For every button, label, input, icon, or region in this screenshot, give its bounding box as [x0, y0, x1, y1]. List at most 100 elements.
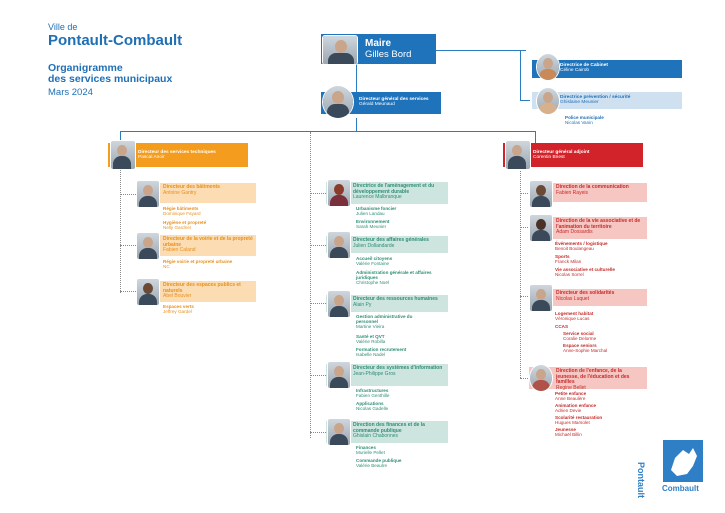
connector-main-horizontal	[120, 131, 535, 132]
header-ville: Ville de	[48, 22, 78, 32]
dga-photo	[506, 141, 530, 169]
tree-mid-b3	[310, 303, 326, 304]
solidarites-box: Directeur des solidarités Nicolas Luquet	[529, 289, 647, 306]
finances-dir-title: Direction des finances et de la commande…	[353, 422, 425, 434]
police-name: Nicolas Vanin	[565, 120, 593, 126]
amenagement-box: Directrice de l'aménagement et du dévelo…	[326, 182, 448, 204]
maire-box: Maire Gilles Bord	[321, 34, 436, 64]
voirie-title: Directeur de la voirie et de la propreté…	[163, 236, 253, 248]
tree-left-b3	[120, 291, 136, 292]
batiments-name: Antoine Gantry	[163, 189, 197, 196]
batiments-title: Directeur des bâtiments	[163, 184, 220, 190]
prevention-title: Directrice prévention / sécurité	[560, 95, 631, 100]
dst-title: Directeur des services techniques	[138, 150, 216, 155]
cabinet-box: Directrice de Cabinet Céline Cairob	[532, 60, 682, 78]
cabinet-title: Directrice de Cabinet	[560, 63, 608, 68]
tree-mid-b5	[310, 432, 326, 433]
header-title-2: des services municipaux	[48, 73, 173, 85]
affaires-title: Directeur des affaires générales	[353, 237, 429, 243]
dgs-name: Gérald Meunaud	[359, 102, 395, 108]
solidarites-title: Directeur des solidarités	[556, 290, 615, 296]
si-title: Directeur des systèmes d'information	[353, 365, 443, 371]
espaces-title: Directeur des espaces publics et naturel…	[163, 282, 241, 294]
dst-name: Pascal Anoir	[138, 155, 165, 161]
cabinet-photo	[537, 54, 559, 80]
rh-title: Directeur des ressources humaines	[353, 296, 438, 302]
prevention-photo	[537, 88, 559, 114]
rh-box: Directeur des ressources humaines Alain …	[326, 295, 448, 312]
logo-text-2: Combault	[662, 484, 699, 493]
maire-name: Gilles Bord	[365, 49, 412, 60]
espaces-photo	[137, 279, 159, 305]
prevention-name: Ghislaine Meunier	[560, 100, 599, 106]
voirie-name: Fabien Caland	[163, 247, 196, 254]
connector-left-down	[120, 131, 121, 143]
enfance-name: Regine Bellet	[556, 384, 586, 391]
rh-name: Alain Py	[353, 301, 372, 308]
communication-title: Direction de la communication	[556, 184, 629, 190]
tree-mid-b4	[310, 375, 326, 376]
tree-right-b3	[520, 296, 530, 297]
cabinet-name: Céline Cairob	[560, 68, 590, 74]
solidarites-photo	[530, 285, 552, 311]
maire-title: Maire	[365, 38, 392, 49]
voirie-box: Directeur de la voirie et de la propreté…	[136, 235, 256, 256]
tree-right-b1	[520, 193, 530, 194]
connector-dgs-down	[356, 118, 357, 132]
espaces-box: Directeur des espaces publics et naturel…	[136, 281, 256, 302]
police-title: Police municipale	[565, 115, 604, 120]
affaires-box: Directeur des affaires générales Julien …	[326, 236, 448, 253]
amenagement-title: Directrice de l'aménagement et du dévelo…	[353, 183, 435, 195]
enfance-photo	[530, 365, 552, 391]
header-city: Pontault-Combault	[48, 32, 183, 49]
connector-maire-dgs	[356, 62, 357, 92]
amenagement-name: Laurence Malbranque	[353, 194, 402, 201]
espaces-name: Abel Bouvier	[163, 293, 192, 300]
tree-right-b4	[520, 378, 530, 379]
affaires-name: Julien Dollandarde	[353, 242, 395, 249]
connector-prevention	[520, 100, 530, 101]
si-photo	[328, 362, 350, 388]
enfance-title: Direction de l'enfance, de la jeunesse, …	[556, 368, 630, 386]
dgs-title: Directeur général des services	[359, 97, 429, 102]
tree-left	[120, 168, 121, 293]
connector-right-down	[535, 131, 536, 143]
communication-name: Fabien Rayeis	[556, 189, 588, 196]
vie-asso-photo	[530, 215, 552, 241]
dst-photo	[111, 141, 135, 169]
si-name: Jean-Philippe Gros	[353, 370, 396, 377]
si-box: Directeur des systèmes d'information Jea…	[326, 364, 448, 386]
prevention-box: Directrice prévention / sécurité Ghislai…	[532, 92, 682, 109]
vie-asso-name: Adam Dossardis	[556, 229, 593, 236]
tree-right	[520, 168, 521, 378]
connector-maire-cabinet	[436, 50, 526, 51]
tree-middle	[310, 132, 311, 438]
maire-photo	[323, 36, 357, 64]
communication-box: Direction de la communication Fabien Ray…	[529, 183, 647, 202]
dgs-photo	[323, 86, 353, 118]
vie-asso-box: Direction de la vie associative et de l'…	[529, 217, 647, 239]
header-title-1: Organigramme	[48, 62, 123, 74]
tree-mid-b1	[310, 193, 326, 194]
tree-left-b1	[120, 194, 136, 195]
logo-map-icon	[663, 440, 703, 482]
communication-photo	[530, 181, 552, 207]
admin-label: Administration générale et affaires juri…	[356, 270, 432, 286]
affaires-photo	[328, 232, 350, 258]
tree-mid-b2	[310, 245, 326, 246]
